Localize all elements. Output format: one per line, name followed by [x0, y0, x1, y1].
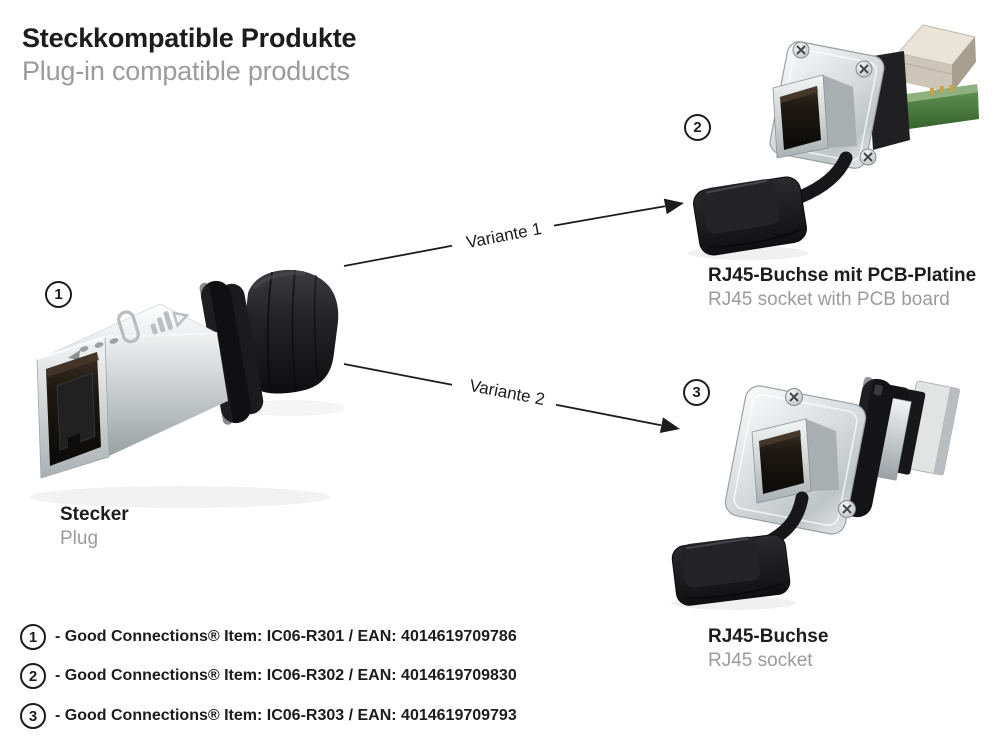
item-row-3: 3 - Good Connections® Item: IC06-R303 / … [20, 703, 517, 729]
socket-pcb-illustration [688, 24, 979, 260]
screw-icon [838, 500, 856, 518]
socket-pcb-name-de: RJ45-Buchse mit PCB-Platine [708, 265, 977, 286]
item-marker-3: 3 [20, 703, 46, 729]
variant2-arrow [343, 363, 680, 433]
socket-pcb-name-en: RJ45 socket with PCB board [708, 289, 950, 310]
item-text-3: - Good Connections® Item: IC06-R303 / EA… [55, 707, 517, 724]
item-marker-1: 1 [20, 624, 46, 650]
socket-label: RJ45-Buchse RJ45 socket [708, 625, 828, 672]
screw-icon [785, 388, 803, 406]
plug-name-de: Stecker [60, 504, 129, 525]
socket-name-de: RJ45-Buchse [708, 626, 829, 647]
plug-illustration [30, 269, 345, 508]
marker-circle-1: 1 [45, 281, 72, 308]
marker-circle-2: 2 [684, 114, 711, 141]
screw-icon [855, 60, 873, 78]
page-title: Steckkompatible Produkte [22, 23, 357, 53]
item-row-1: 1 - Good Connections® Item: IC06-R301 / … [20, 624, 517, 650]
variant1-arrow [343, 198, 684, 267]
screw-icon [792, 41, 810, 59]
marker-circle-3: 3 [683, 379, 710, 406]
header: Steckkompatible Produkte Plug-in compati… [22, 22, 356, 87]
plug-label: Stecker Plug [60, 503, 129, 550]
item-text-1: - Good Connections® Item: IC06-R301 / EA… [55, 628, 517, 645]
screw-icon [859, 148, 877, 166]
item-row-2: 2 - Good Connections® Item: IC06-R302 / … [20, 663, 517, 689]
socket-illustration [671, 376, 960, 610]
page-subtitle: Plug-in compatible products [22, 56, 350, 86]
plug-name-en: Plug [60, 528, 99, 549]
item-marker-2: 2 [20, 663, 46, 689]
item-text-2: - Good Connections® Item: IC06-R302 / EA… [55, 667, 517, 684]
socket-name-en: RJ45 socket [708, 650, 813, 671]
socket-pcb-label: RJ45-Buchse mit PCB-Platine RJ45 socket … [708, 264, 976, 311]
